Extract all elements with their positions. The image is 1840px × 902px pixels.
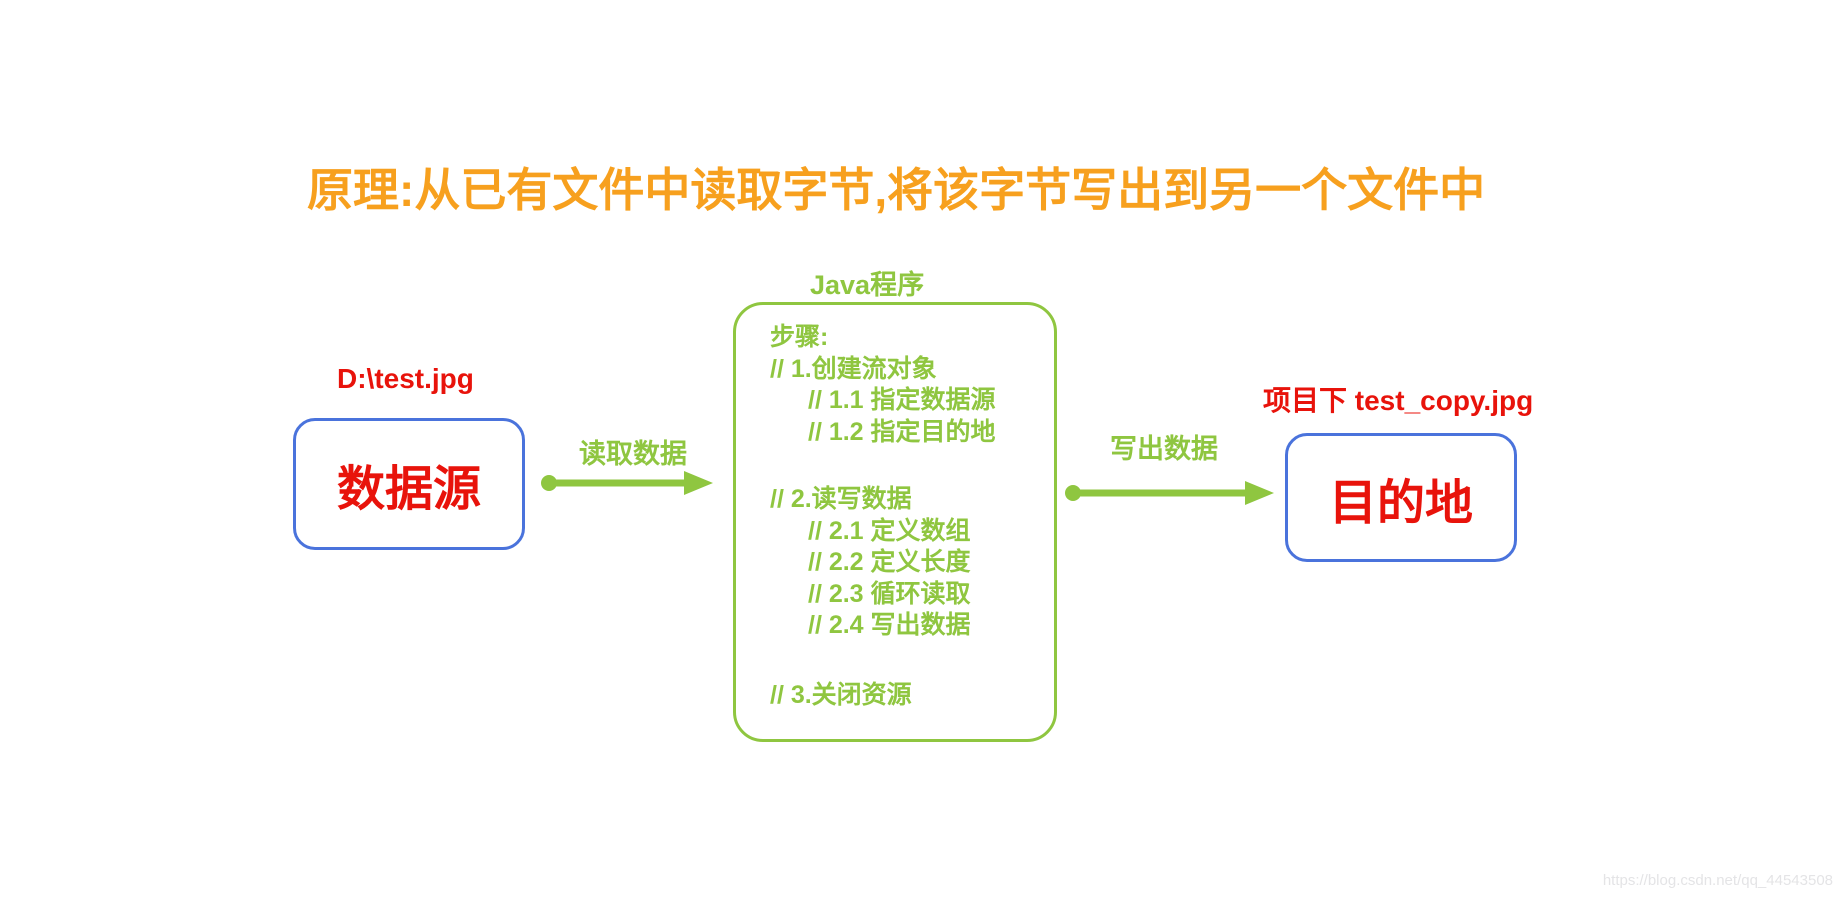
source-file-label: D:\test.jpg <box>337 363 474 394</box>
program-step-line: // 1.创建流对象 <box>770 354 937 383</box>
watermark: https://blog.csdn.net/qq_44543508 <box>1602 872 1833 889</box>
write-arrow <box>1065 481 1274 505</box>
program-step-line: // 1.2 指定目的地 <box>808 417 996 446</box>
program-step-line: // 2.1 定义数组 <box>808 516 971 545</box>
program-step-line: // 2.4 写出数据 <box>808 611 971 639</box>
write-arrow-label: 写出数据 <box>1110 434 1218 464</box>
program-step-line: // 2.3 循环读取 <box>808 579 971 608</box>
program-title: Java程序 <box>810 270 925 300</box>
source-box-label: 数据源 <box>336 463 481 516</box>
program-step-line: // 2.读写数据 <box>770 485 912 513</box>
steps-gap <box>770 448 1044 484</box>
arrow-head-icon <box>684 471 713 495</box>
program-step-line: // 1.1 指定数据源 <box>808 386 996 414</box>
page-title: 原理:从已有文件中读取字节,将该字节写出到另一个文件中 <box>307 164 1486 216</box>
destination-box: 目的地 <box>1285 433 1517 562</box>
destination-file-label: 项目下 test_copy.jpg <box>1263 385 1534 416</box>
read-arrow-label: 读取数据 <box>579 439 687 469</box>
arrow-head-icon <box>1245 481 1274 505</box>
read-arrow <box>541 471 713 495</box>
destination-box-label: 目的地 <box>1328 476 1473 530</box>
source-box: 数据源 <box>293 418 525 550</box>
program-step-line: // 2.2 定义长度 <box>808 548 971 576</box>
steps-gap <box>770 642 1044 680</box>
program-step-line: 步骤: <box>770 323 829 351</box>
program-box: 步骤: // 1.创建流对象 // 1.1 指定数据源 // 1.2 指定目的地… <box>733 302 1057 742</box>
program-step-line: // 3.关闭资源 <box>770 680 912 709</box>
